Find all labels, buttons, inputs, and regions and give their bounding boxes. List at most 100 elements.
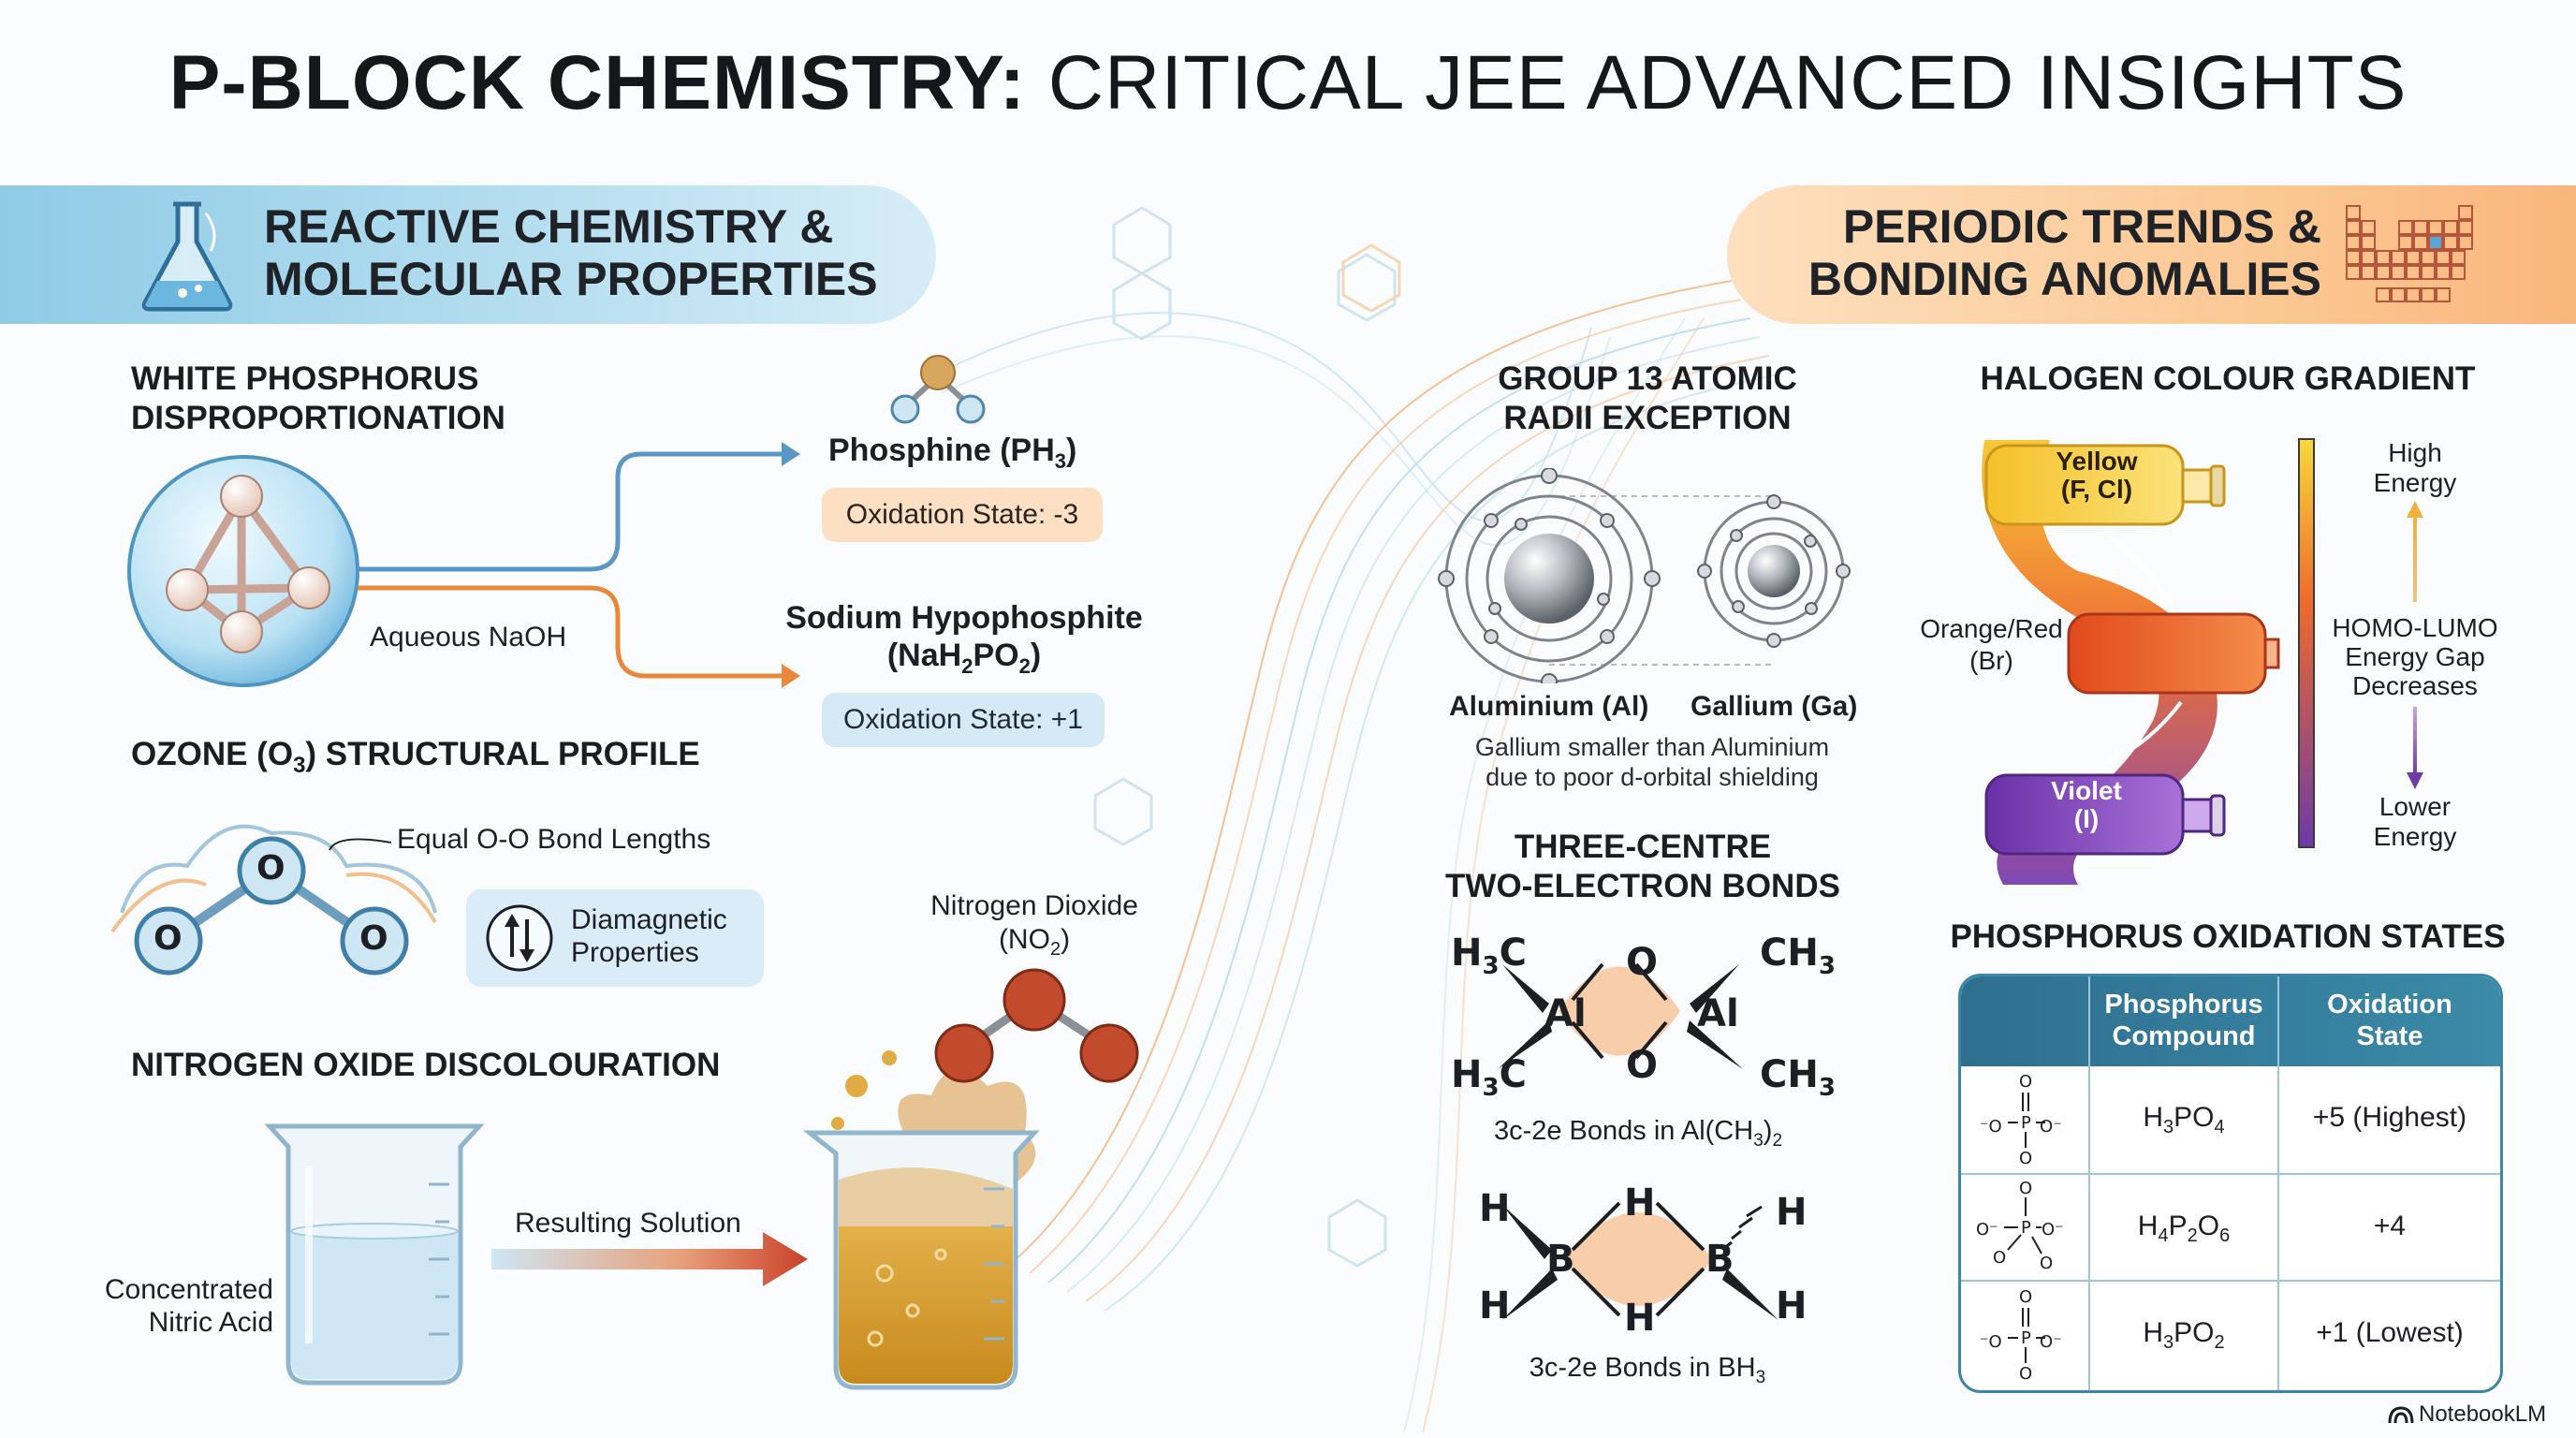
up-arrow-icon — [2407, 501, 2423, 602]
hypophosphite-formula: (NaH2PO2) — [777, 637, 1151, 685]
ozone-atom-top: O — [256, 849, 285, 888]
h3c-bottom-left: H3C — [1451, 1053, 1527, 1102]
flask-icon — [141, 201, 233, 312]
diborane-structure — [1502, 1201, 1778, 1320]
borane-h-bottom-right: H — [1776, 1284, 1808, 1328]
no2-molecule-icon — [934, 968, 1139, 1083]
al-caption-b: ) — [1763, 1116, 1773, 1146]
right-banner-line1: PERIODIC TRENDS & — [1842, 200, 2321, 253]
borane-h-top-right: H — [1776, 1191, 1808, 1234]
svg-text:P: P — [2021, 1113, 2031, 1133]
radii-note-line1: Gallium smaller than Aluminium — [1474, 733, 1830, 761]
svg-text:O: O — [1993, 1248, 2006, 1268]
nitrogen-heading: NITROGEN OXIDE DISCOLOURATION — [131, 1047, 721, 1083]
phosphorus-heading-line2: DISPROPORTIONATION — [131, 400, 505, 436]
gallium-label: Gallium (Ga) — [1690, 691, 1858, 722]
row-compound: H4P2O6 — [2090, 1211, 2277, 1247]
hypophosphite-formula-c: ) — [1030, 638, 1042, 673]
violet-flask-label: Violet (I) — [1988, 777, 2185, 833]
atomic-radii-illustration — [1438, 468, 1851, 683]
phosphine-oxidation-state: Oxidation State: -3 — [822, 488, 1103, 542]
borane-h-top-left: H — [1479, 1187, 1511, 1230]
reaction-arrows — [358, 442, 800, 688]
table-divider — [2088, 976, 2090, 1390]
al-left-atom: Al — [1544, 992, 1587, 1035]
svg-text:O⁻: O⁻ — [2040, 1332, 2062, 1352]
no2-formula-a: (NO — [998, 924, 1050, 955]
no2-formula-b: ) — [1061, 924, 1071, 955]
row1-formula-b: PO — [2174, 1102, 2215, 1133]
ch3-top-right-text: CH — [1760, 932, 1819, 975]
phosphine-name: Phosphine (PH3) — [828, 433, 1076, 474]
b-caption: 3c-2e Bonds in BH3 — [1460, 1353, 1835, 1388]
svg-text:⁻O: ⁻O — [1980, 1117, 2002, 1137]
row2-sub3: 6 — [2219, 1225, 2231, 1246]
nitric-acid-line2: Nitric Acid — [148, 1307, 273, 1338]
row3-sub1: 3 — [2163, 1332, 2174, 1353]
col-compound-header: Phosphorus Compound — [2090, 989, 2277, 1052]
yellow-flask-label: Yellow (F, Cl) — [1998, 448, 2195, 504]
ozone-heading-b: ) STRUCTURAL PROFILE — [305, 736, 700, 772]
h3c-top-left-sub: 3 — [1482, 952, 1500, 980]
table-divider — [2277, 976, 2279, 1390]
col-state-line2: State — [2356, 1021, 2423, 1051]
table-header-bar — [1961, 976, 2500, 1066]
row3-formula-b: PO — [2174, 1317, 2215, 1348]
row3-formula-a: H — [2143, 1317, 2164, 1348]
row2-sub2: 2 — [2187, 1225, 2198, 1246]
energy-gradient-bar — [2298, 438, 2315, 848]
row3-sub2: 2 — [2214, 1332, 2225, 1353]
svg-text:O: O — [2019, 1287, 2032, 1307]
ch3-bottom-right-sub: 3 — [1818, 1074, 1836, 1102]
svg-text:O: O — [2019, 1072, 2032, 1092]
periodic-table-icon — [2346, 205, 2473, 302]
b-caption-sub: 3 — [1755, 1367, 1766, 1387]
h3c-top-left: H3C — [1451, 932, 1527, 980]
no2-label: Nitrogen Dioxide (NO2) — [894, 889, 1175, 966]
nitric-acid-beaker — [264, 1123, 485, 1386]
row1-sub1: 3 — [2163, 1117, 2174, 1137]
hypophosphite-formula-sub2: 2 — [1018, 653, 1031, 678]
hypophosphite-formula-b: PO — [973, 638, 1019, 673]
oxidation-states-table: Phosphorus Compound Oxidation State O P ⁻O… — [1958, 974, 2503, 1393]
col-compound-line1: Phosphorus — [2104, 990, 2263, 1020]
h3c-bottom-left-h: H — [1451, 1053, 1483, 1096]
nitric-acid-line1: Concentrated — [104, 1274, 273, 1305]
down-arrow-icon — [2407, 707, 2423, 789]
violet-line2: (I) — [2073, 804, 2100, 833]
ch3-bottom-right-text: CH — [1760, 1053, 1819, 1096]
row1-sub2: 4 — [2214, 1117, 2225, 1137]
row1-formula-a: H — [2143, 1102, 2164, 1133]
page-title: P-BLOCK CHEMISTRY: CRITICAL JEE ADVANCED… — [0, 39, 2576, 127]
lower-energy-label: Lower Energy — [2349, 792, 2481, 852]
h3c-bottom-left-c: C — [1499, 1053, 1527, 1096]
no2-label-formula: (NO2) — [894, 923, 1175, 966]
bridge-bottom-atom: O — [1626, 1044, 1659, 1087]
phosphine-name-close: ) — [1066, 433, 1077, 468]
al-right-atom: Al — [1697, 992, 1739, 1035]
boron-right-atom: B — [1705, 1238, 1734, 1281]
ch3-top-right-sub: 3 — [1818, 952, 1836, 980]
group13-heading: GROUP 13 ATOMIC RADII EXCEPTION — [1460, 360, 1835, 438]
row-state: +5 (Highest) — [2312, 1102, 2467, 1133]
p4-tetrahedron-illustration — [127, 455, 359, 687]
svg-text:O⁻: O⁻ — [1976, 1220, 1998, 1240]
halogen-flask-ribbon — [1982, 440, 2280, 885]
borane-h-bridge-bottom: H — [1624, 1297, 1656, 1340]
aluminium-label: Aluminium (Al) — [1449, 691, 1649, 722]
homo-lumo-line3: Decreases — [2352, 671, 2478, 700]
row2-sub1: 4 — [2158, 1225, 2169, 1246]
radii-note-line2: due to poor d-orbital shielding — [1486, 763, 1819, 791]
phosphine-name-text: Phosphine (PH — [828, 433, 1055, 468]
no2-label-line1: Nitrogen Dioxide — [930, 890, 1138, 921]
reagent-label: Aqueous NaOH — [370, 622, 567, 653]
phosphorus-heading: WHITE PHOSPHORUS DISPROPORTIONATION — [131, 360, 505, 438]
homo-lumo-label: HOMO-LUMO Energy Gap Decreases — [2321, 613, 2509, 700]
svg-text:O: O — [2019, 1364, 2032, 1384]
col-state-line1: Oxidation — [2327, 990, 2452, 1020]
group13-heading-line1: GROUP 13 ATOMIC — [1498, 360, 1797, 397]
